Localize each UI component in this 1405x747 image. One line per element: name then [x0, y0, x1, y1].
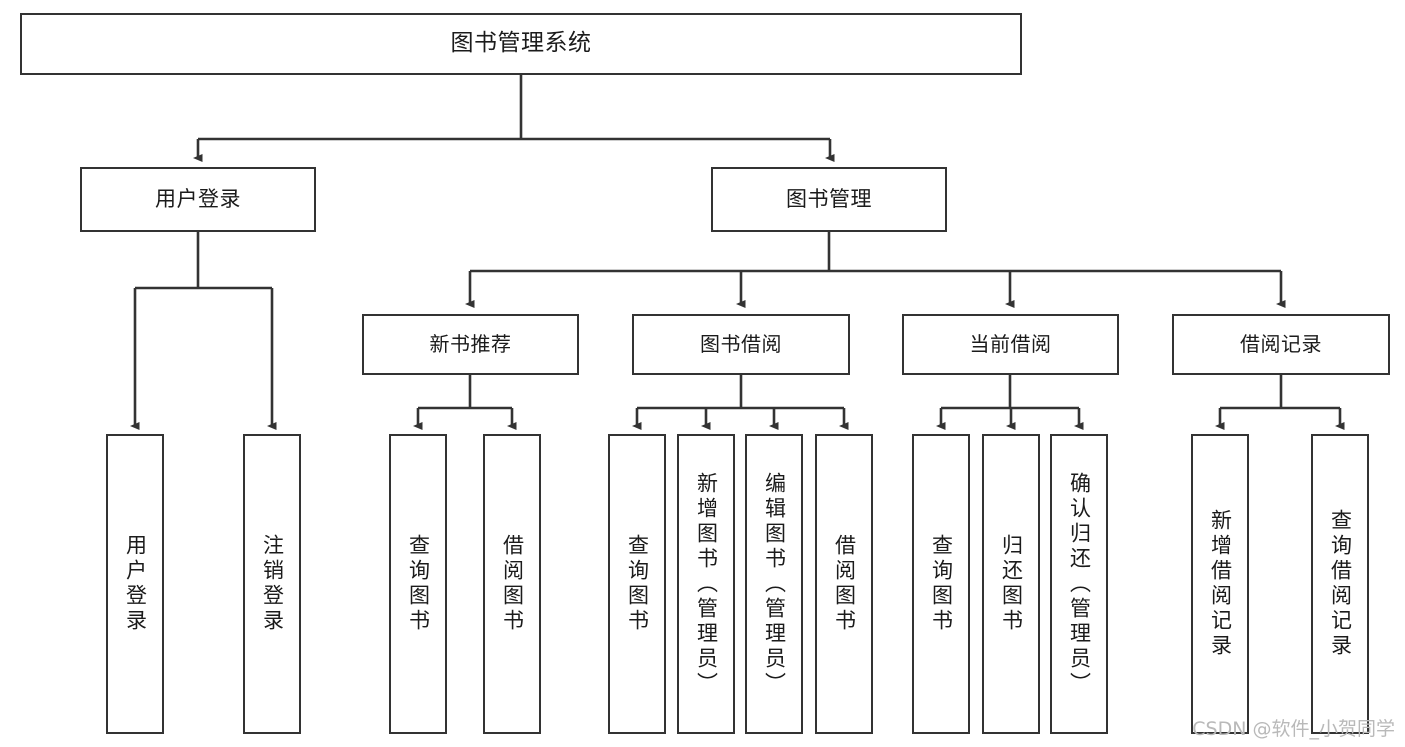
node-book-management-system[interactable]: 图书管理系统: [20, 13, 1022, 75]
node-label: 用户登录: [123, 534, 148, 634]
node-leaf-query-book-borrow[interactable]: 查询图书: [608, 434, 666, 734]
node-label: 新书推荐: [429, 331, 512, 356]
node-leaf-query-book-recommend[interactable]: 查询图书: [389, 434, 447, 734]
node-label: 借阅图书: [500, 534, 525, 634]
node-leaf-query-borrow-record[interactable]: 查询借阅记录: [1311, 434, 1369, 734]
node-label: 确认归还（管理员）: [1067, 471, 1092, 697]
node-borrow-record[interactable]: 借阅记录: [1172, 314, 1390, 375]
node-label: 当前借阅: [969, 331, 1052, 356]
node-leaf-query-book-current[interactable]: 查询图书: [912, 434, 970, 734]
node-label: 借阅图书: [832, 534, 857, 634]
node-leaf-borrow-book[interactable]: 借阅图书: [815, 434, 873, 734]
watermark-text: CSDN @软件_小贺同学: [1192, 718, 1395, 740]
node-label: 查询图书: [406, 534, 431, 634]
node-label: 图书管理: [786, 187, 872, 212]
node-leaf-user-login[interactable]: 用户登录: [106, 434, 164, 734]
node-leaf-add-book[interactable]: 新增图书（管理员）: [677, 434, 735, 734]
node-label: 用户登录: [155, 187, 241, 212]
node-label: 借阅记录: [1240, 331, 1322, 356]
node-book-management[interactable]: 图书管理: [711, 167, 947, 232]
node-label: 编辑图书（管理员）: [762, 471, 787, 697]
node-book-borrow[interactable]: 图书借阅: [632, 314, 850, 375]
node-new-book-recommend[interactable]: 新书推荐: [362, 314, 579, 375]
node-label: 查询图书: [929, 534, 954, 634]
node-label: 归还图书: [999, 534, 1024, 634]
node-label: 查询借阅记录: [1328, 509, 1353, 659]
node-leaf-confirm-return[interactable]: 确认归还（管理员）: [1050, 434, 1108, 734]
node-label: 图书借阅: [700, 331, 782, 356]
node-current-borrow[interactable]: 当前借阅: [902, 314, 1119, 375]
node-leaf-edit-book[interactable]: 编辑图书（管理员）: [745, 434, 803, 734]
node-label: 新增图书（管理员）: [694, 471, 719, 697]
node-leaf-add-borrow-record[interactable]: 新增借阅记录: [1191, 434, 1249, 734]
node-leaf-borrow-book-recommend[interactable]: 借阅图书: [483, 434, 541, 734]
node-user-login[interactable]: 用户登录: [80, 167, 316, 232]
node-leaf-user-logout[interactable]: 注销登录: [243, 434, 301, 734]
node-label: 图书管理系统: [450, 30, 592, 57]
node-label: 新增借阅记录: [1208, 509, 1233, 659]
node-label: 注销登录: [260, 534, 285, 634]
node-leaf-return-book[interactable]: 归还图书: [982, 434, 1040, 734]
node-label: 查询图书: [625, 534, 650, 634]
